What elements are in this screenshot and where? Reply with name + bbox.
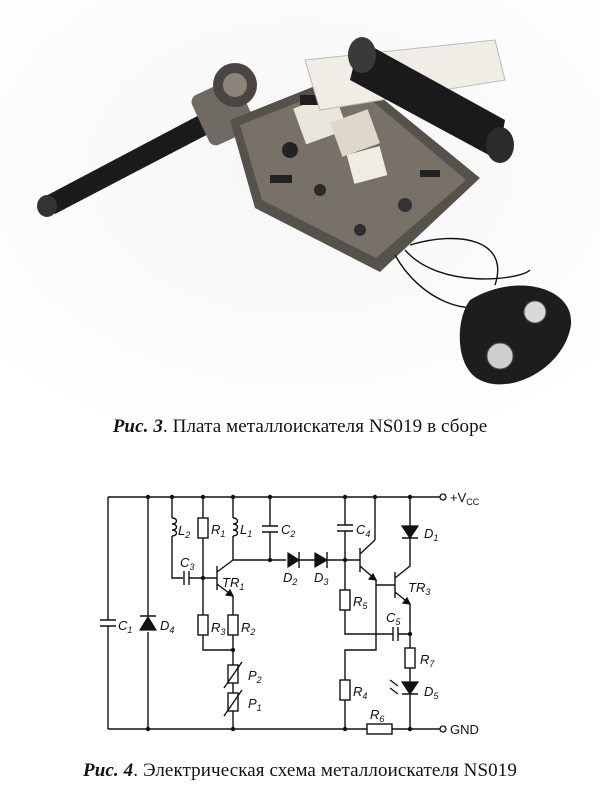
tr1-label: TR1 [222,575,244,592]
resistor-r1 [197,497,209,578]
battery-clip [459,285,572,385]
diode-d2 [270,551,312,569]
capacitor-c5 [392,627,410,641]
r2-label: R2 [241,620,255,637]
diode-d3 [312,551,345,569]
led-d5 [389,679,420,729]
resistor-r2 [227,596,239,665]
ferrite-coil [304,37,514,163]
capacitor-c1 [100,497,116,729]
vcc-terminal [439,493,447,501]
c3-label: C3 [180,555,194,572]
d3-label: D3 [314,570,328,587]
p1-label: P1 [248,696,262,713]
transistor-tr2 [345,497,378,585]
r1-label: R1 [211,522,225,539]
figure-4-text: . Электрическая схема металлоискателя NS… [133,760,517,781]
l1-label: L1 [240,522,252,539]
capacitor-c2 [233,497,278,561]
d2-label: D2 [283,570,297,587]
r3-label: R3 [211,620,225,637]
resistor-r7 [404,634,416,682]
c2-label: C2 [281,522,295,539]
d5-label: D5 [424,684,439,701]
c1-label: C1 [118,618,132,635]
c5-label: C5 [386,610,401,627]
resistor-r6 [366,723,393,735]
diode-d4 [138,497,158,729]
figure-4-caption: Рис. 4. Электрическая схема металлоискат… [0,760,600,782]
potentiometer-p1 [223,689,243,729]
figure-3-caption: Рис. 3. Плата металлоискателя NS019 в сб… [0,416,600,438]
resistor-r3 [197,578,233,651]
pcb-board [230,72,480,272]
tr3-label: TR3 [408,580,430,597]
circuit-schematic: +VCC GND C1 D4 L2 C3 R1 TR1 L1 [100,490,480,737]
resistor-r4 [339,585,377,729]
transistor-tr1 [209,559,235,597]
transistor-tr3 [376,560,412,634]
potentiometer-p2 [223,661,243,693]
figure-4-label: Рис. 4 [83,760,134,781]
gnd-terminal [439,725,447,733]
capacitor-c3 [183,571,209,585]
r5-label: R5 [353,594,368,611]
inductor-l1 [232,497,239,560]
l2-label: L2 [178,523,190,540]
r7-label: R7 [420,652,435,669]
figure-3-label: Рис. 3 [112,416,163,437]
potentiometer-shaft [37,63,257,217]
p2-label: P2 [248,668,262,685]
inductor-l2 [171,497,183,579]
r6-label: R6 [370,707,384,724]
capacitor-c4 [337,497,353,560]
d4-label: D4 [160,618,174,635]
resistor-r5 [339,560,393,635]
diode-d1 [400,497,420,560]
figure-3-text: . Плата металлоискателя NS019 в сборе [162,416,488,437]
c4-label: C4 [356,522,370,539]
d1-label: D1 [424,526,438,543]
vcc-label: +VCC [450,490,480,507]
gnd-label: GND [450,722,479,737]
board-photo [0,0,600,420]
r4-label: R4 [353,684,367,701]
